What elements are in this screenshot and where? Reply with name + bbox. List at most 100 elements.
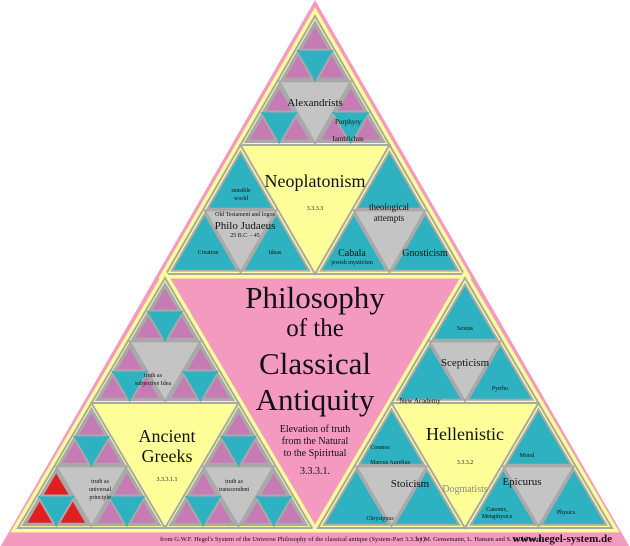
title-line-2: of the: [286, 315, 344, 342]
stoicism-left: [322, 467, 391, 526]
alexandrists-left-top: [263, 84, 296, 113]
hellenistic-center: [389, 402, 541, 530]
hellenistic-title: Hellenistic: [426, 424, 504, 444]
stoicism-top: [357, 407, 426, 466]
title-line-1: Philosophy: [245, 280, 385, 315]
philo-center: [203, 209, 278, 275]
red-fractal-right: [56, 497, 89, 525]
cosmos-label: Cosmos: [370, 445, 390, 451]
universal-right-right: [127, 497, 160, 525]
moral-label: Moral: [520, 453, 535, 459]
philo-title: Philo Judaeus: [215, 220, 276, 232]
universal-right-top: [110, 469, 143, 497]
neoplatonism-center: [238, 144, 392, 276]
greeks-title-1: Ancient: [139, 426, 196, 446]
chrysippus-label: Chrysippus: [366, 516, 394, 522]
philo-caption: Old Testament and logos: [215, 212, 275, 218]
subjective-right-top: [184, 344, 217, 372]
alexandrists-right-top: [334, 84, 367, 113]
scepticism-top: [430, 282, 500, 341]
alexandrists-left-left: [246, 113, 279, 142]
alexandrists-right-right: [351, 113, 384, 142]
stoicism-center: [354, 465, 429, 529]
greeks-center: [89, 402, 241, 530]
alexandrists-title: Alexandrists: [287, 97, 343, 109]
subtitle-line-3: to the Spirirtual: [284, 448, 347, 459]
universal-right-left: [94, 497, 127, 525]
theological-center: [352, 209, 427, 275]
subjective-1: truth as: [144, 373, 162, 379]
subjective-left-left: [97, 372, 129, 400]
alexandrists-left-c: [260, 111, 298, 145]
ideas-label: Ideas: [269, 250, 282, 256]
universal-left-c: [37, 495, 75, 528]
hellenistic-section: Hellenistic 3.3.3.2 Dogmatists Scepticis…: [366, 326, 576, 522]
title-line-3: Classical: [259, 346, 371, 381]
transcendent-left-top: [187, 469, 220, 497]
subtitle-line-2: from the Natural: [282, 436, 349, 447]
philo-top: [205, 149, 276, 210]
transcendent-top-top: [222, 409, 255, 437]
neoplatonism-number: 3.3.3.3: [307, 206, 324, 212]
philo-right: [241, 211, 311, 272]
epicurus-title: Epicurus: [502, 476, 541, 488]
subjective-top-right: [165, 312, 198, 340]
subjective-top-top: [149, 284, 181, 312]
alexandrists-top-top: [298, 22, 332, 51]
transcendent-right-top: [257, 469, 290, 497]
alexandrists-right-left: [317, 113, 350, 142]
physics-label: Physics: [557, 510, 576, 516]
universal-top-left: [59, 437, 91, 465]
universal-1: truth as: [91, 479, 109, 485]
subjective-left-c: [111, 370, 149, 403]
transcendent-top-c: [220, 435, 257, 468]
transcendent-left-c: [184, 495, 222, 528]
subjective-right-right: [201, 372, 233, 400]
sextus-label: Sextus: [457, 326, 474, 332]
transcendent-left-right: [203, 497, 236, 525]
dogmatists-label: Dogmatists: [442, 484, 488, 495]
transcendent-right-left: [241, 497, 274, 525]
subjective-top-left: [132, 312, 165, 340]
transcendent-top-right: [239, 437, 271, 465]
alexandrists-top-right: [315, 51, 348, 80]
subtitle-line-1: Elevation of truth: [280, 424, 351, 435]
sensible-world-2: world: [234, 196, 248, 202]
footer-url[interactable]: www.hegel-system.de: [512, 533, 612, 545]
stoicism-title: Stoicism: [391, 478, 430, 490]
epicurus-right: [539, 467, 608, 526]
universal-top-right: [92, 437, 124, 465]
epicurus-top: [504, 407, 573, 466]
central-title: Philosophy of the Classical Antiquity El…: [245, 280, 385, 477]
alexandrists-right-c: [332, 111, 370, 145]
universal-2: universal: [89, 487, 111, 493]
subjective-left-top: [113, 344, 146, 372]
creation-label: Creation: [198, 250, 219, 256]
ancient-greeks-section: Ancient Greeks 3.3.3.1.1 truth as univer…: [89, 373, 249, 501]
transcendent-left-left: [170, 497, 203, 525]
pyrrho-label: Pyrrho: [492, 386, 508, 392]
metaphysics-label: Metaphysics: [482, 514, 513, 520]
subjective-left-right: [130, 372, 163, 400]
universal-top-c: [73, 435, 110, 468]
epicurus-left: [469, 467, 538, 526]
theological-right: [390, 211, 460, 272]
transcendent-right-right: [274, 497, 307, 525]
transcendent-right-c: [255, 495, 293, 528]
alexandrists-left-right: [280, 113, 313, 142]
scepticism-title: Scepticism: [441, 357, 490, 369]
scepticism-left: [395, 342, 464, 401]
scepticism-center: [427, 340, 503, 404]
red-fractal-top: [40, 469, 73, 497]
title-line-4: Antiquity: [256, 382, 375, 417]
greeks-title-2: Greeks: [142, 446, 193, 466]
neoplatonism-title: Neoplatonism: [265, 171, 366, 191]
cabala-title: Cabala: [338, 248, 366, 259]
transcendent-2: transcendent: [219, 487, 250, 493]
marcus-label: Marcus Aurelius: [370, 460, 410, 466]
subjective-right-c: [181, 370, 219, 403]
subjective-top-c: [146, 310, 184, 343]
